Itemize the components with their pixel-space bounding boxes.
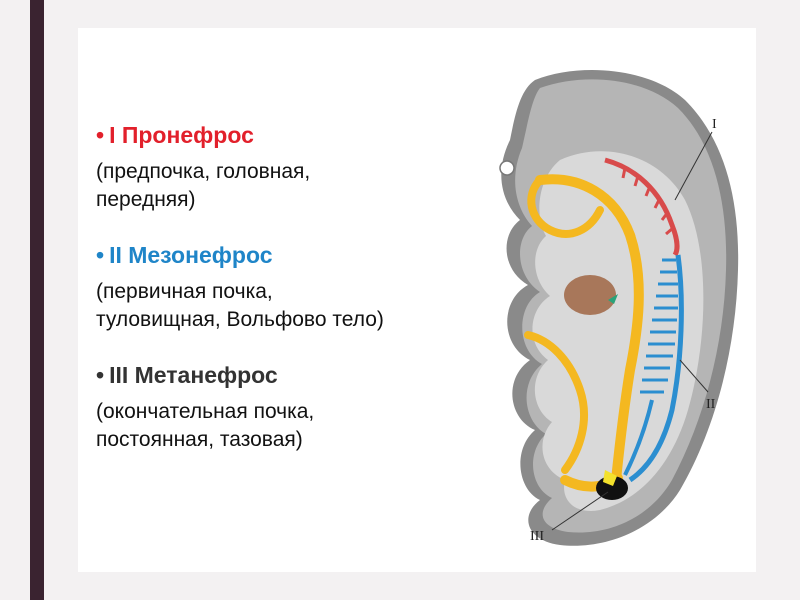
left-accent-bar [30,0,44,600]
ureteric-bud [603,470,617,486]
gut-tract [535,174,644,495]
inner-cavity [532,151,704,511]
entry-metanephros: •III Метанефрос (окончательная почка, по… [96,360,456,454]
title-pronephros: I Пронефрос [109,122,254,148]
bullet-icon: • [96,242,105,268]
eye-icon [499,160,515,176]
heading-metanephros: •III Метанефрос [96,360,456,390]
title-mesonephros: II Мезонефрос [109,242,273,268]
pointer-line-II [679,359,709,393]
heart-vessel [608,294,618,304]
desc-mesonephros: (первичная почка, туловищная, Вольфово т… [96,280,384,331]
heading-pronephros: •I Пронефрос [96,120,456,150]
label-II: II [706,397,716,412]
mesonephros-tubules [640,258,678,394]
entry-mesonephros: •II Мезонефрос (первичная почка, туловищ… [96,240,456,334]
pointer-line-I [674,131,713,201]
mesonephros-duct [628,254,684,483]
desc-metanephros: (окончательная почка, постоянная, тазова… [96,400,315,451]
heart [564,275,616,315]
heading-mesonephros: •II Мезонефрос [96,240,456,270]
pronephros-duct [604,157,680,257]
gut-branch-lower [524,331,589,474]
gut-branch-upper [527,176,604,238]
pronephros-tubules [621,167,674,236]
label-III: III [530,529,544,544]
title-metanephros: III Метанефрос [109,362,278,388]
mesonephric-lower-duct [623,399,654,476]
desc-pronephros: (предпочка, головная, передняя) [96,160,311,211]
pointer-line-III [551,491,609,531]
bullet-icon: • [96,122,105,148]
embryo-kidney-diagram: I II III [499,69,739,546]
label-I: I [712,117,717,132]
entry-pronephros: •I Пронефрос (предпочка, головная, перед… [96,120,456,214]
bullet-icon: • [96,362,105,388]
legend-text: •I Пронефрос (предпочка, головная, перед… [96,120,456,480]
